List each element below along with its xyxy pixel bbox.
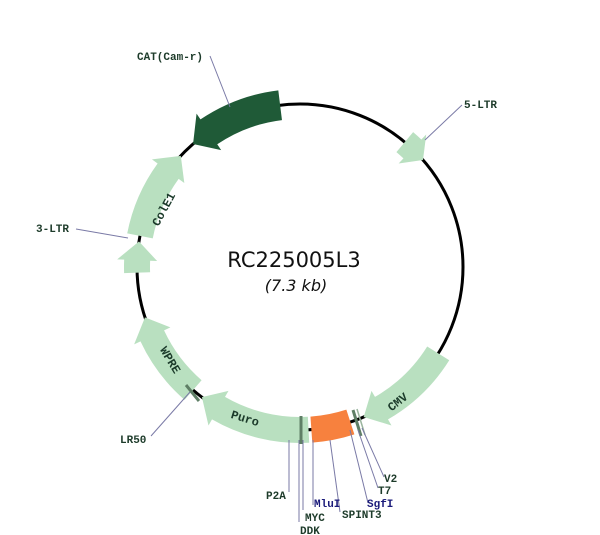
feature-3-ltr <box>117 241 158 274</box>
feature-cole1 <box>127 155 185 239</box>
tick-marks <box>184 384 366 444</box>
label-myc: MYC <box>305 513 325 525</box>
label-t7: T7 <box>378 486 391 498</box>
label-sgfi: SgfI <box>367 499 393 511</box>
label-v2: V2 <box>384 474 397 486</box>
label-ddk: DDK <box>300 526 320 535</box>
feature-arcs <box>117 90 450 443</box>
label-spint3: SPINT3 <box>342 510 382 522</box>
label-cat: CAT(Cam-r) <box>137 52 203 64</box>
feature-puro <box>201 390 310 443</box>
label-5ltr: 5-LTR <box>464 100 497 112</box>
feature-cat-cam-r <box>193 90 282 151</box>
label-mlui: MluI <box>314 499 340 511</box>
label-p2a: P2A <box>266 491 286 503</box>
feature-5-ltr <box>396 132 427 164</box>
plasmid-name: RC225005L3 <box>227 248 360 272</box>
feature-orf <box>310 409 355 443</box>
plasmid-size: (7.3 kb) <box>265 276 327 295</box>
leader-lines <box>75 55 463 522</box>
label-lr50: LR50 <box>120 435 146 447</box>
label-3ltr: 3-LTR <box>36 224 69 236</box>
lr50-tick <box>184 384 201 402</box>
feature-wpre <box>134 317 202 400</box>
feature-cmv <box>363 346 450 426</box>
t7-v2-tick <box>351 409 363 437</box>
